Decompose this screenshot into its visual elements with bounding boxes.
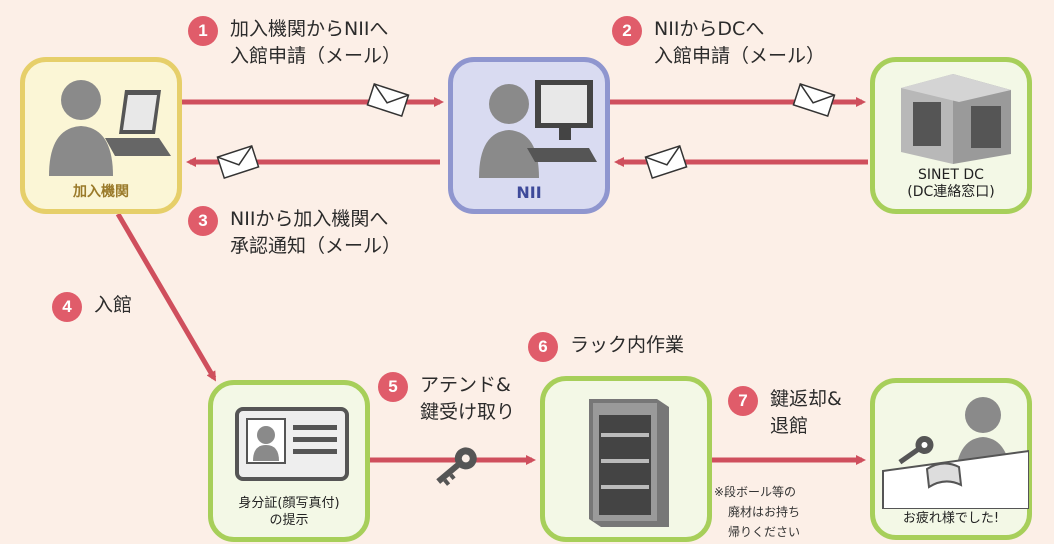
step-text-line: 承認通知（メール）: [230, 235, 402, 257]
person-with-laptop-icon: [49, 80, 171, 176]
envelope-icon: [644, 145, 688, 179]
step-6: 6 ラック内作業: [528, 332, 684, 362]
waste-note: ※段ボール等の 廃材はお持ち 帰りください: [714, 485, 801, 539]
building-icon: [901, 74, 1011, 164]
step-2: 2 NIIからDCへ 入館申請（メール）: [612, 16, 825, 70]
envelope-icon: [792, 83, 836, 117]
step-1: 1 加入機関からNIIへ 入館申請（メール）: [188, 16, 401, 70]
step-text-line: 入館申請（メール）: [654, 45, 826, 67]
node-done-label: お疲れ様でした!: [902, 511, 1000, 526]
step-text-line: NIIから加入機関へ: [230, 208, 389, 230]
envelope-icon: [366, 83, 410, 117]
envelope-icon: [216, 145, 260, 179]
node-member-label: 加入機関: [73, 184, 129, 200]
node-nii: NII: [448, 57, 610, 214]
step-5: 5 アテンド& 鍵受け取り: [378, 372, 515, 426]
step-number-badge: 1: [188, 16, 218, 46]
node-done: お疲れ様でした!: [870, 378, 1032, 540]
step-number-badge: 5: [378, 372, 408, 402]
node-dc: SINET DC (DC連絡窓口): [870, 57, 1032, 214]
step-number-badge: 7: [728, 386, 758, 416]
step-text-line: 退館: [770, 415, 809, 437]
step-number-badge: 3: [188, 206, 218, 236]
step-3: 3 NIIから加入機関へ 承認通知（メール）: [188, 206, 401, 260]
server-rack-icon: [589, 399, 669, 527]
step-text-line: アテンド&: [420, 374, 511, 396]
person-with-computer-icon: [479, 80, 597, 178]
key-icon: [436, 447, 477, 486]
node-id: 身分証(顔写真付) の提示: [208, 380, 370, 542]
step-text-line: 加入機関からNIIへ: [230, 18, 389, 40]
step-number-badge: 6: [528, 332, 558, 362]
step-text-line: 入館申請（メール）: [230, 45, 402, 67]
step-number-badge: 2: [612, 16, 642, 46]
arrow-member-to-id: [115, 212, 217, 382]
node-member: 加入機関: [20, 57, 182, 214]
id-card-icon: [235, 407, 349, 481]
step-4: 4 入館: [52, 292, 132, 322]
node-nii-label: NII: [516, 183, 542, 202]
step-text-line: ラック内作業: [570, 334, 685, 356]
node-dc-label: SINET DC (DC連絡窓口): [907, 167, 995, 200]
step-text-line: 鍵受け取り: [420, 401, 516, 423]
step-text-line: 鍵返却&: [770, 388, 842, 410]
step-number-badge: 4: [52, 292, 82, 322]
node-id-label: 身分証(顔写真付) の提示: [238, 496, 340, 528]
step-text-line: NIIからDCへ: [654, 18, 765, 40]
step-text-line: 入館: [94, 294, 133, 316]
node-rack: [540, 376, 712, 542]
step-7: 7 鍵返却& 退館: [728, 386, 842, 440]
person-returning-key-icon: [882, 397, 1029, 509]
